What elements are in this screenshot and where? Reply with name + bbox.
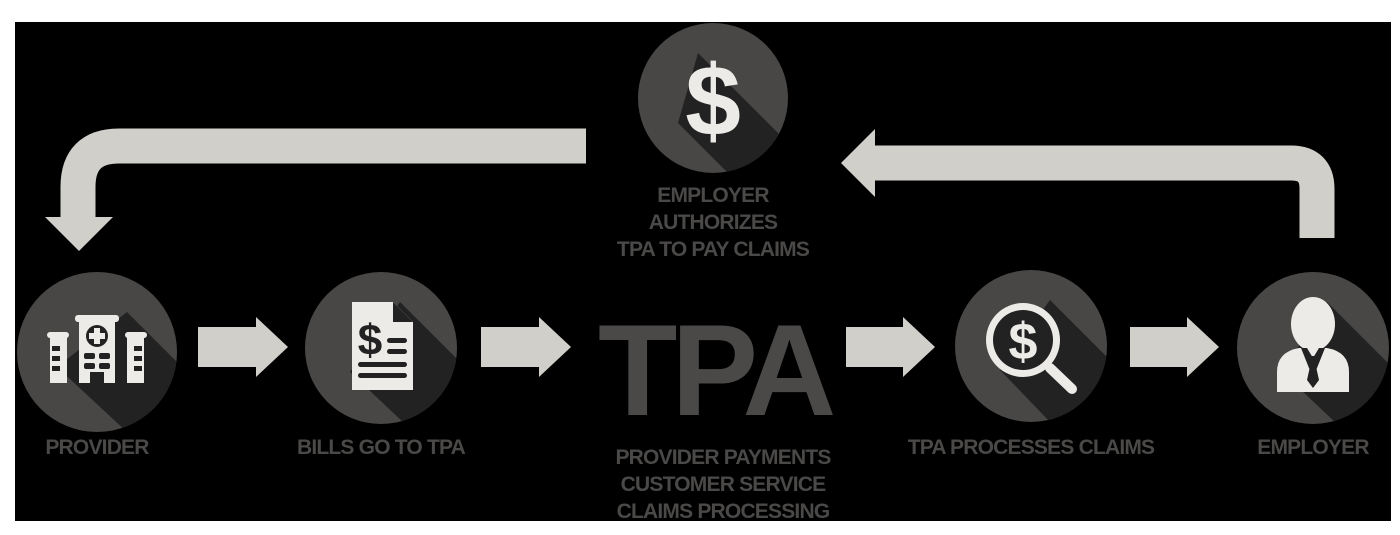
arrow-bills-to-tpa [481, 317, 571, 377]
arrow-tpa-to-processes [846, 317, 935, 377]
arrowhead-down [45, 217, 113, 251]
service-claims-processing: CLAIMS PROCESSING [616, 500, 831, 521]
curved-arrow-to-provider [60, 128, 586, 217]
magnifier-dollar-icon: $ [986, 300, 1107, 422]
employer-authorizes-circle: $ [638, 23, 788, 173]
return-arrows [45, 128, 1335, 377]
businessman-icon [1277, 297, 1389, 424]
employer-label: EMPLOYER [1257, 436, 1369, 459]
service-provider-payments: PROVIDER PAYMENTS [615, 446, 831, 469]
processes-circle: $ [955, 270, 1107, 422]
tpa-services: PROVIDER PAYMENTS CUSTOMER SERVICE CLAIM… [563, 444, 883, 521]
service-customer-service: CUSTOMER SERVICE [620, 473, 826, 496]
tpa-title: TPA [598, 297, 836, 443]
label-line: EMPLOYER [657, 184, 769, 207]
svg-text:$: $ [1009, 313, 1038, 371]
diagram-panel: $ EMPLOYER AUTHORIZES TPA TO PAY CLAIMS [15, 22, 1391, 521]
invoice-dollar-icon: $ [350, 302, 457, 424]
employer-circle [1237, 272, 1389, 424]
dollar-sign-icon: $ [678, 45, 788, 173]
provider-label: PROVIDER [45, 436, 149, 459]
processes-label: TPA PROCESSES CLAIMS [907, 436, 1155, 459]
label-line: TPA TO PAY CLAIMS [616, 238, 810, 261]
curved-arrow-from-employer [875, 145, 1335, 238]
arrowhead-left [841, 129, 875, 197]
arrow-provider-to-bills [198, 317, 288, 377]
bills-circle: $ [305, 272, 457, 424]
provider-circle [17, 272, 177, 432]
arrow-processes-to-employer [1130, 317, 1219, 377]
svg-text:$: $ [685, 45, 741, 157]
svg-text:$: $ [358, 316, 382, 365]
label-line: AUTHORIZES [648, 211, 778, 234]
employer-authorizes-label: EMPLOYER AUTHORIZES TPA TO PAY CLAIMS [563, 182, 863, 263]
bills-label: BILLS GO TO TPA [296, 436, 466, 459]
hospital-icon [47, 312, 177, 432]
